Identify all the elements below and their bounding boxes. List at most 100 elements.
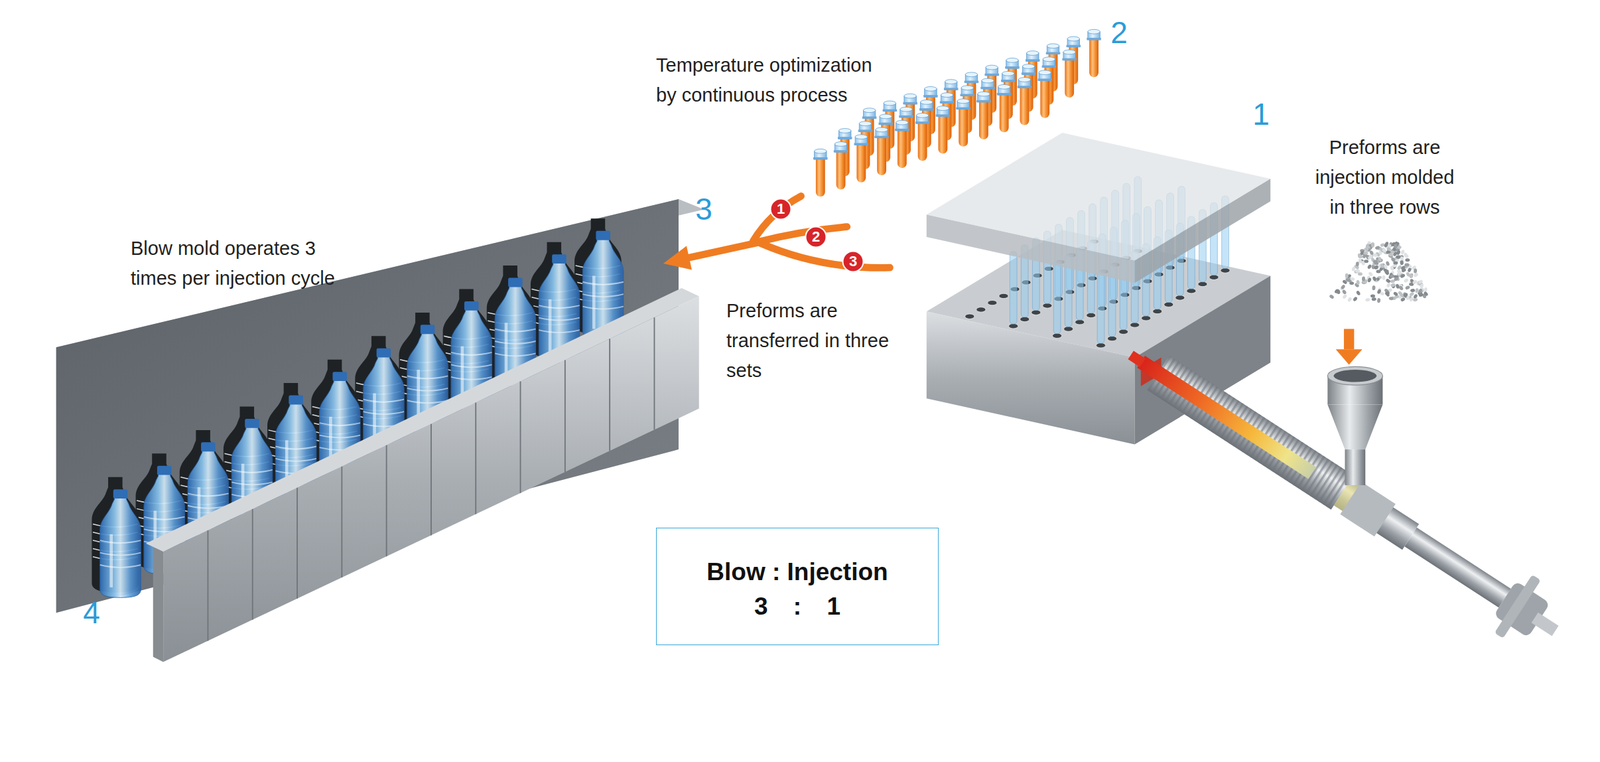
resin-pellets [1371, 242, 1375, 248]
resin-pellets [1393, 275, 1400, 282]
resin-pellets [1373, 259, 1378, 263]
preform [874, 127, 889, 176]
resin-pellets [1355, 289, 1362, 296]
resin-pellets [1400, 267, 1407, 273]
resin-pellets [1371, 275, 1378, 282]
preform [915, 113, 931, 162]
barrel [1333, 479, 1419, 550]
cavity-hole [1119, 329, 1129, 334]
preform [813, 148, 828, 197]
callout-number: 2 [1099, 13, 1139, 52]
resin-pellets [1363, 246, 1370, 253]
cavity-hole [1107, 335, 1117, 341]
resin-pellets [1402, 277, 1409, 284]
preform [1086, 29, 1102, 77]
cavity-hole [1031, 309, 1041, 315]
resin-pellets [1400, 248, 1405, 255]
resin-pellets [1351, 266, 1356, 272]
transfer-arrow [663, 245, 692, 270]
cavity-hole [1175, 295, 1185, 300]
callout-number: 4 [71, 593, 112, 631]
mold-end-face [153, 545, 164, 662]
step-badge: 3 [841, 250, 865, 273]
resin-pellets [1389, 265, 1395, 271]
mold-segment-line [654, 317, 656, 430]
resin-pellets [1341, 293, 1348, 300]
resin-pellets [1399, 273, 1406, 279]
motor-tip [1531, 612, 1559, 637]
mold-segment-line [252, 508, 254, 620]
resin-pellets [1355, 269, 1360, 273]
cavity-hole [1086, 312, 1096, 318]
resin-pellets [1395, 254, 1401, 259]
resin-pellets [1341, 289, 1348, 296]
illustration-group [56, 29, 1575, 662]
resin-pellets [1355, 279, 1360, 286]
resin-pellets [1361, 275, 1366, 281]
callout-number: 3 [683, 190, 724, 228]
cavity-hole [1064, 326, 1074, 332]
resin-pellets [1399, 259, 1405, 266]
ratio-text: Blow : Injection [656, 554, 938, 590]
resin-pellets [1340, 283, 1346, 290]
drive-shaft [1404, 527, 1511, 608]
mold-segment-line [520, 381, 522, 493]
cavity-hole [1008, 323, 1019, 329]
resin-pellets [1367, 254, 1373, 261]
cavity-hole [1130, 322, 1140, 328]
preform [935, 106, 951, 154]
cavity-hole [1186, 288, 1197, 294]
resin-pellets [1423, 287, 1428, 293]
resin-pellets [1385, 277, 1392, 284]
mold-segment-line [386, 445, 388, 556]
step-badge: 1 [769, 197, 793, 221]
mold-front-half [163, 295, 700, 662]
hopper [1327, 403, 1383, 450]
mold-segment-line [296, 487, 298, 599]
resin-pellets [1377, 297, 1382, 304]
resin-pellets [1384, 290, 1390, 296]
annotation-text: Blow mold operates 3 times per injection… [130, 233, 350, 294]
resin-pellets [1382, 275, 1386, 280]
resin-pellets [1357, 252, 1362, 259]
blow-mold [56, 199, 705, 662]
resin-pellets [1390, 282, 1396, 288]
resin-pellets [1408, 291, 1415, 297]
step-badge: 2 [804, 225, 828, 249]
transfer-arrow [760, 242, 890, 268]
feed-arrow [1335, 329, 1363, 365]
resin-pellets [1419, 283, 1425, 289]
resin-pellets [1403, 252, 1408, 258]
mold-segment-line [207, 317, 655, 641]
resin-pellets [1404, 284, 1411, 290]
motor-spoke [1494, 574, 1541, 639]
resin-pellets [1397, 290, 1403, 297]
cavity-hole [1164, 301, 1174, 307]
resin-pellets [1404, 262, 1409, 267]
transfer-arrow [685, 242, 761, 259]
cavity-hole [976, 307, 986, 312]
mold-segment-line [564, 359, 566, 472]
resin-pellets [1355, 261, 1360, 267]
injection-unit [1111, 325, 1575, 660]
resin-pellets [1328, 293, 1335, 300]
hot-melt [1136, 355, 1317, 479]
resin-pellets [1381, 247, 1388, 253]
preform [854, 134, 869, 183]
resin-pellets [1385, 246, 1392, 252]
annotation-text: Preforms are transferred in three sets [726, 295, 909, 386]
resin-pellets [1352, 295, 1358, 302]
resin-pellets [1371, 285, 1376, 291]
resin-pellets [1372, 252, 1378, 258]
core-pin [1097, 270, 1105, 343]
resin-pellets [1374, 245, 1380, 251]
feed-arrow [1335, 348, 1363, 365]
resin-pellets [1361, 260, 1366, 266]
resin-pellets [1365, 297, 1371, 302]
cavity-hole [1075, 319, 1085, 325]
resin-pellets [1404, 258, 1411, 263]
core-pin [1009, 251, 1017, 324]
resin-pellets [1386, 281, 1392, 288]
mold-segment-line [430, 423, 432, 536]
